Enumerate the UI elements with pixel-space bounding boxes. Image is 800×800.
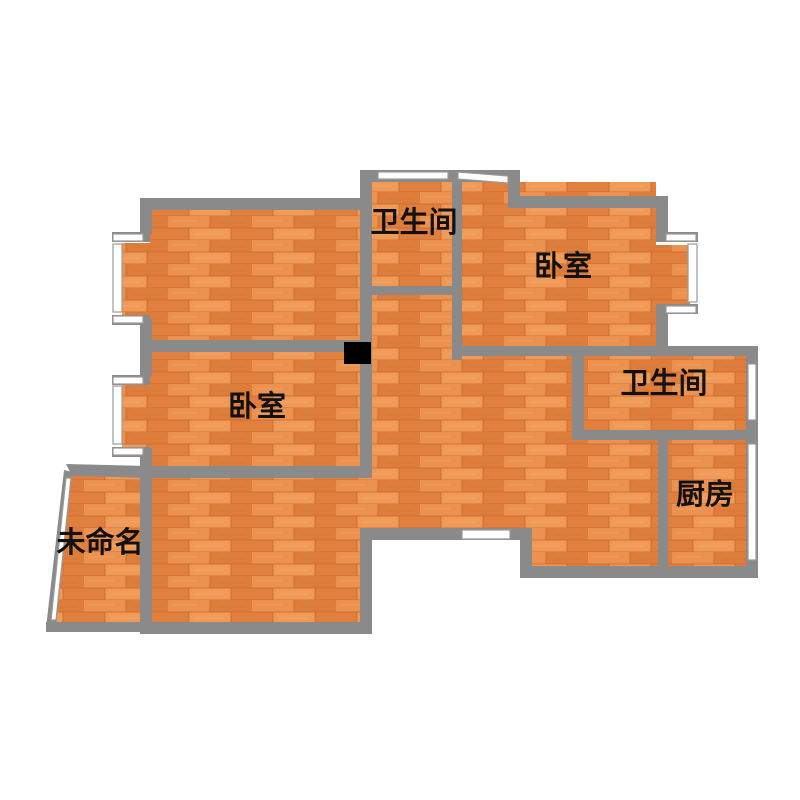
floor-bedroom-left [150,350,365,470]
wall [66,464,150,478]
room-label-bedroom-right: 卧室 [534,249,592,283]
floor-bay-left [122,385,152,447]
wall [452,170,462,360]
wall [360,528,372,634]
wall [140,340,152,376]
window [112,243,123,313]
room-label-kitchen: 厨房 [676,477,734,511]
wall [372,286,456,295]
floor-bathroom-right [580,352,748,434]
wall [140,470,152,634]
window [112,233,144,242]
wall [658,430,668,576]
window [747,363,757,421]
window [112,376,144,385]
structural-column [344,342,371,364]
room-labels: 卫生间 卧室 卧室 卫生间 厨房 未命名 [56,205,734,559]
window [665,233,697,242]
window [461,529,511,540]
floor-bay-top-left [122,243,152,315]
floor-bedroom-top-left [150,208,365,346]
window [665,305,697,314]
wall [572,346,584,438]
room-label-bedroom-left: 卧室 [228,389,286,423]
wall [140,466,370,478]
window [112,385,123,445]
window [457,171,509,184]
wall [140,198,372,210]
room-label-bathroom-top: 卫生间 [370,205,457,239]
windows [50,171,757,621]
wall [520,566,758,578]
wall [360,350,372,478]
wall [456,346,582,356]
window [747,443,757,561]
window [112,447,144,456]
window [377,171,449,180]
wall [140,622,372,634]
floors [52,182,748,625]
wall [360,170,372,350]
wall [520,530,532,578]
wall [140,340,364,352]
room-label-unnamed: 未命名 [56,525,143,559]
window [112,315,144,324]
window [687,243,698,303]
wall [46,622,146,632]
floor-living [150,470,370,625]
wall [656,196,668,234]
wall [572,346,758,356]
floor-hallway-lower [530,430,664,570]
room-label-bathroom-right: 卫生间 [620,366,707,400]
floor-kitchen [664,434,748,570]
wall [656,304,668,352]
wall [508,196,668,208]
window [50,477,72,621]
floor-bathroom-top [370,182,456,290]
floor-unnamed [52,472,142,625]
wall [140,198,152,234]
